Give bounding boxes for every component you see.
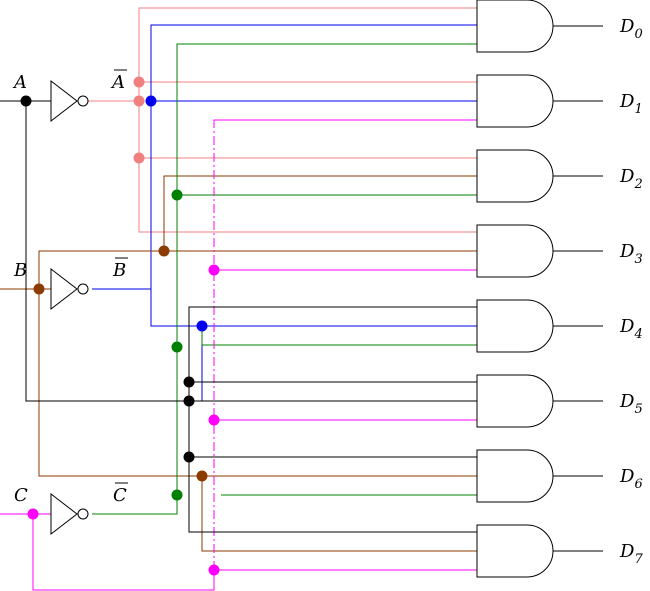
- junction-b-2: [196, 470, 208, 482]
- inverted-label-b: B: [112, 260, 126, 281]
- input-label-c: C: [14, 485, 28, 506]
- output-label-d0: D0: [619, 16, 643, 42]
- junction-c-bar-3: [171, 489, 183, 501]
- b-bar-to-d5: [201, 326, 477, 402]
- not-gate-a: [50, 79, 89, 123]
- a-bar-to-d1: [138, 81, 477, 101]
- a-to-d5: [25, 101, 477, 402]
- b-to-d2: [163, 175, 477, 251]
- c-bar-to-d4: [201, 326, 477, 346]
- input-label-a: A: [12, 72, 27, 93]
- inverted-label-c: C: [113, 485, 127, 506]
- junction-a-4: [183, 451, 195, 463]
- a-to-d4: [188, 306, 477, 401]
- a-to-d7: [188, 401, 477, 533]
- b-to-d6: [38, 289, 477, 477]
- junction-b: [33, 283, 45, 295]
- c-wires: [0, 119, 477, 591]
- output-label-d5: D5: [619, 391, 643, 417]
- and-gate-3: [476, 224, 554, 278]
- b-bar-to-d4: [92, 288, 477, 327]
- a-bar-to-d2: [138, 101, 477, 159]
- c-bar-to-d0: [92, 43, 477, 515]
- output-label-d1: D1: [619, 91, 643, 117]
- c-bar-wires: [92, 43, 477, 515]
- junction-c-1: [208, 264, 220, 276]
- b-wires: [0, 175, 477, 552]
- output-label-d6: D6: [619, 466, 643, 492]
- junction-c-bar-1: [171, 189, 183, 201]
- junction-c-2: [208, 414, 220, 426]
- junction-a-bar-2: [133, 95, 145, 107]
- output-label-d3: D3: [619, 241, 643, 267]
- and-gate-6: [476, 449, 554, 503]
- junction-a-3: [183, 395, 195, 407]
- junction-b-1: [158, 245, 170, 257]
- junction-a-bar-1: [133, 76, 145, 88]
- and-gate-0: [476, 0, 554, 53]
- junction-c: [27, 508, 39, 520]
- not-gate-b: [50, 267, 89, 311]
- b-to-d3: [38, 250, 477, 289]
- junction-b-bar-1: [145, 95, 157, 107]
- not-gate-c: [50, 492, 89, 536]
- output-label-d4: D4: [619, 316, 643, 342]
- junction-a: [20, 95, 32, 107]
- output-label-d7: D7: [619, 541, 643, 567]
- and-gate-4: [476, 299, 554, 353]
- and-gate-2: [476, 149, 554, 203]
- b-bar-to-d0: [150, 24, 477, 289]
- junction-c-bar-2: [171, 341, 183, 353]
- and-gate-7: [476, 524, 554, 578]
- a-bar-to-d0: [138, 7, 477, 101]
- a-wires: [0, 100, 477, 533]
- output-label-d2: D2: [619, 166, 643, 192]
- junction-b-bar-2: [196, 320, 208, 332]
- and-gate-5: [476, 374, 554, 428]
- input-label-b: B: [13, 260, 27, 281]
- c-to-d7: [32, 514, 477, 591]
- inverted-label-a: A: [110, 72, 125, 93]
- junction-c-3: [208, 564, 220, 576]
- junction-a-bar-3: [133, 152, 145, 164]
- b-to-d7: [201, 476, 477, 552]
- and-gate-1: [476, 74, 554, 128]
- a-bar-to-d3: [138, 158, 477, 233]
- junction-a-2: [183, 376, 195, 388]
